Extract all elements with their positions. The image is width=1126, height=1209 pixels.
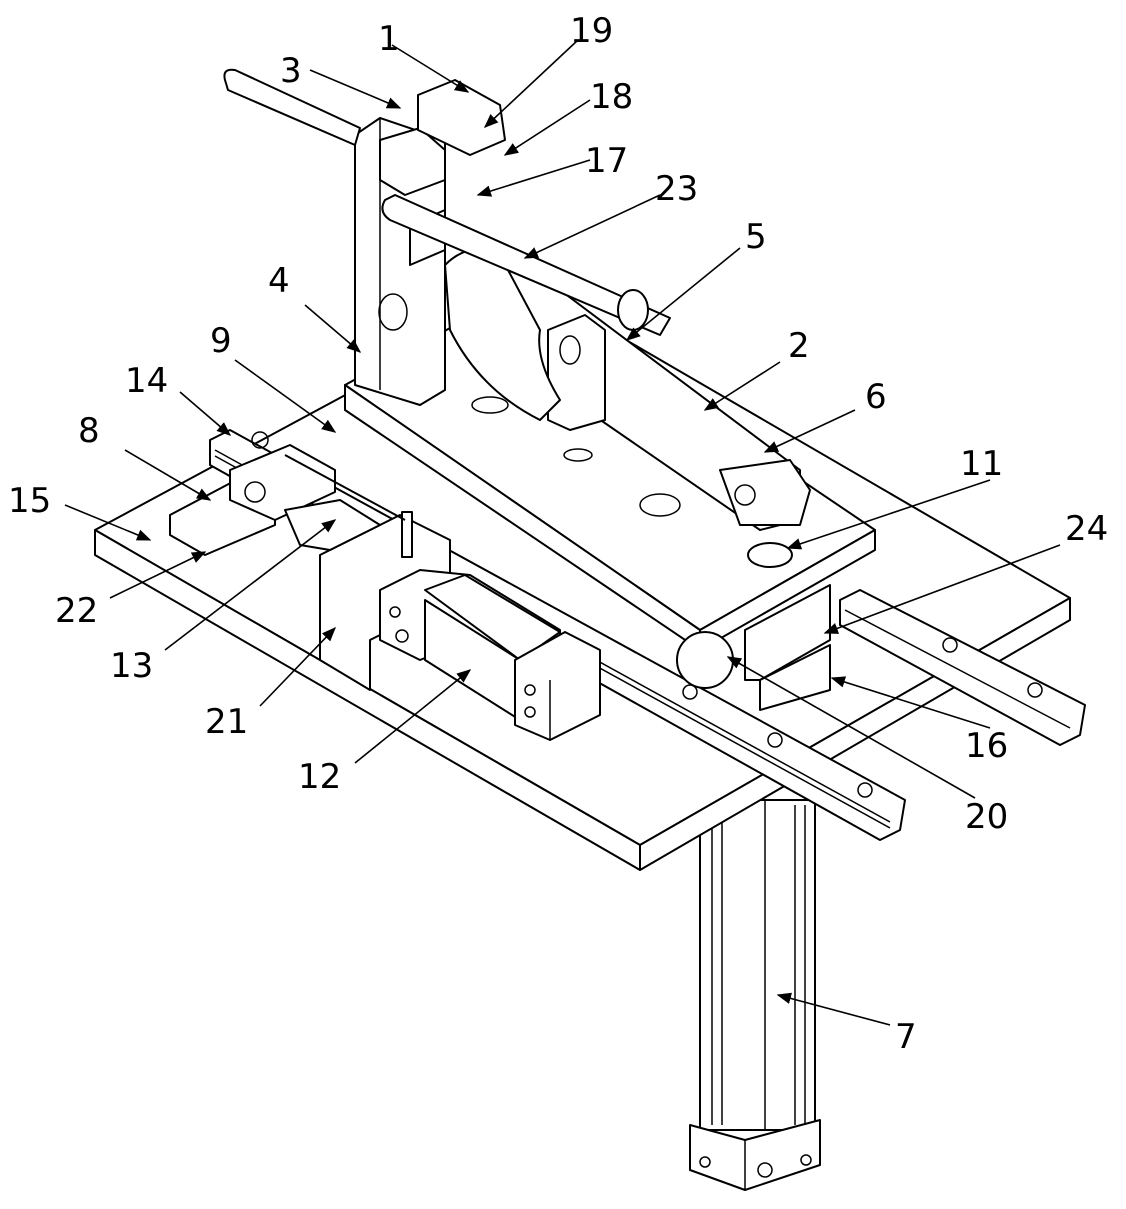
label-24: 24 bbox=[1065, 509, 1108, 549]
label-17: 17 bbox=[585, 141, 628, 181]
label-5: 5 bbox=[745, 217, 767, 257]
label-6: 6 bbox=[865, 377, 887, 417]
label-19: 19 bbox=[570, 11, 613, 51]
label-18: 18 bbox=[590, 77, 633, 117]
label-12: 12 bbox=[298, 757, 341, 797]
label-20: 20 bbox=[965, 797, 1008, 837]
vertical-cylinder bbox=[690, 800, 820, 1190]
label-21: 21 bbox=[205, 702, 248, 742]
label-13: 13 bbox=[110, 646, 153, 686]
label-23: 23 bbox=[655, 169, 698, 209]
label-22: 22 bbox=[55, 591, 98, 631]
label-11: 11 bbox=[960, 444, 1003, 484]
label-4: 4 bbox=[268, 261, 290, 301]
label-3: 3 bbox=[280, 51, 302, 91]
label-9: 9 bbox=[210, 321, 232, 361]
label-7: 7 bbox=[895, 1017, 917, 1057]
label-14: 14 bbox=[125, 361, 168, 401]
label-15: 15 bbox=[8, 481, 51, 521]
label-2: 2 bbox=[788, 326, 810, 366]
label-16: 16 bbox=[965, 726, 1008, 766]
label-1: 1 bbox=[378, 19, 400, 59]
label-8: 8 bbox=[78, 411, 100, 451]
head-block bbox=[380, 80, 505, 195]
